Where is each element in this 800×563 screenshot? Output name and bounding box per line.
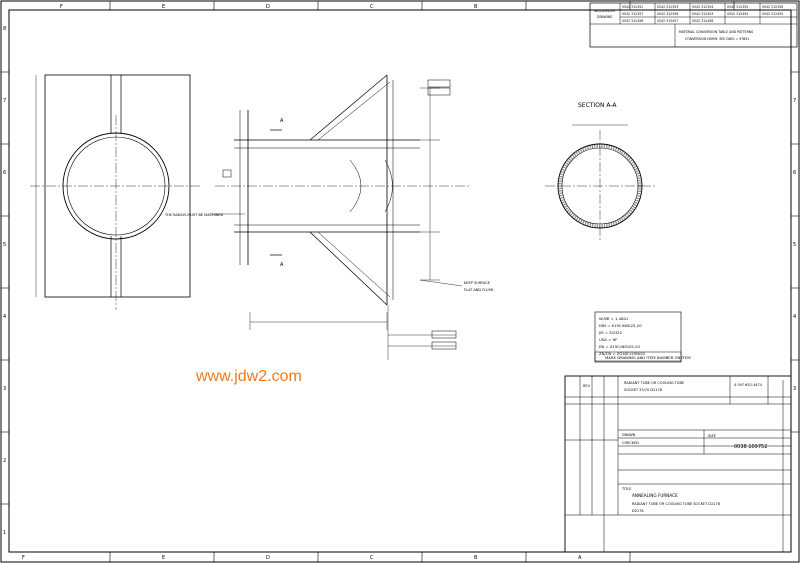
included-cell-1-2: 0542 312453 <box>692 12 713 16</box>
included-cell-1-1: 0542 312358 <box>657 12 678 16</box>
grid-reference-bottom: F E D C B A <box>22 552 631 562</box>
material-item-4: EN = X15CrNiSi25-20 <box>599 344 640 349</box>
grid-reference-right: 7 6 5 4 3 <box>791 71 799 433</box>
included-header-1: INCLUDED IN <box>594 9 615 13</box>
note-keep-surface-leader <box>419 279 463 287</box>
material-list: W-NR = 1.4841 DIN = X15CrNiSi25-20 JIS =… <box>594 311 691 363</box>
conversion-line-2: CONVERSION NORM. SEE DWG = 97891 <box>685 37 749 41</box>
inner-border <box>8 9 792 553</box>
grid-left-5: 5 <box>3 242 6 248</box>
grid-right-3: 3 <box>793 386 796 392</box>
grid-top-e: E <box>162 4 165 10</box>
section-a-a-view: SECTION A-A <box>545 102 655 240</box>
grid-left-7: 7 <box>3 98 6 104</box>
included-cell-0-2: 0542 312354 <box>692 5 713 9</box>
grid-left-6: 6 <box>3 170 6 176</box>
description-line-1: RADIANT TUBE OR COOLING TUBE SOCKET D217… <box>632 502 720 506</box>
front-view-flange <box>30 74 200 310</box>
grid-left-2: 2 <box>3 458 6 464</box>
included-cell-0-1: 0542 312353 <box>657 5 678 9</box>
material-item-0: W-NR = 1.4841 <box>599 316 629 321</box>
included-cell-2-1: 0542 312457 <box>657 19 678 23</box>
drawing-notes: A A THE RADIUS MUST BE MACHINED KEEP SUR… <box>164 118 494 292</box>
included-cell-2-0: 0542 312456 <box>622 19 643 23</box>
grid-left-3: 3 <box>3 386 6 392</box>
section-title: SECTION A-A <box>578 102 617 109</box>
included-cell-0-0: 0542 312352 <box>622 5 643 9</box>
grid-left-4: 4 <box>3 314 6 320</box>
grid-top-f: F <box>60 4 63 10</box>
drawn-label: DRAWN <box>622 433 636 437</box>
note-keep-surface-1: KEEP SURFACE <box>464 281 490 285</box>
included-cell-0-3: 0542 312355 <box>727 5 748 9</box>
grid-right-7: 7 <box>793 98 796 104</box>
size-label: SIZE <box>708 434 716 438</box>
material-item-5: ZN/CN = ZG40Cr25Ni20 <box>599 351 646 356</box>
part-title-2: SOCKET 33/70 D2178 <box>624 388 662 392</box>
grid-top-b: B <box>474 4 478 10</box>
conversion-line-1: MATERIAL CONVERSION TABLE AND PATTERNS <box>679 30 753 34</box>
grid-right-5: 5 <box>793 242 796 248</box>
grid-reference-left: 8 7 6 5 4 3 2 1 <box>1 26 9 536</box>
material-item-1: DIN = X15CrNiSi25-20 <box>599 323 642 328</box>
grid-bottom-b: B <box>474 555 478 561</box>
material-footer: MARK DRAWING AND ITEM NUMBER ON ITEM <box>605 355 691 360</box>
sheet-reference: 4 097 652-4474 <box>734 383 763 387</box>
grid-right-6: 6 <box>793 170 796 176</box>
included-in-drawing-table: INCLUDED IN DRAWING 0542 312352 0542 312… <box>589 2 798 48</box>
grid-top-d: D <box>266 4 270 10</box>
title-label: TITLE <box>621 487 631 491</box>
section-marker-top: A <box>280 118 284 124</box>
note-radius: THE RADIUS MUST BE MACHINED <box>164 213 223 217</box>
drawing-number: 0038 109752 <box>734 444 767 450</box>
title-block-text: RADIANT TUBE OR COOLING TUBE SOCKET 33/7… <box>583 381 767 513</box>
note-keep-surface-2: FLAT AND FLUSH <box>464 288 494 292</box>
grid-bottom-c: C <box>370 555 374 561</box>
grid-reference-top: F E D C B <box>60 1 735 10</box>
grid-bottom-a: A <box>578 555 582 561</box>
grid-right-4: 4 <box>793 314 796 320</box>
included-cell-1-3: 0542 312454 <box>727 12 748 16</box>
material-item-2: JIS = SCH22 <box>598 330 623 335</box>
grid-top-c: C <box>370 4 374 10</box>
grid-bottom-d: D <box>266 555 270 561</box>
included-cell-1-0: 0542 312357 <box>622 12 643 16</box>
included-cell-2-2: 0542 312458 <box>692 19 713 23</box>
rev-label: REV <box>583 384 591 388</box>
description-line-2: D2178 <box>632 509 644 513</box>
project-title: ANNEALING FURNACE <box>632 493 678 498</box>
grid-bottom-e: E <box>162 555 165 561</box>
grid-bottom-f: F <box>22 555 25 561</box>
included-cell-0-4: 0542 312356 <box>762 5 783 9</box>
grid-left-1: 1 <box>3 530 6 536</box>
checked-label: CHECKED <box>622 441 639 445</box>
material-item-3: USA = HF <box>599 337 618 342</box>
section-marker-bottom: A <box>280 262 284 268</box>
included-header-2: DRAWING <box>597 15 613 19</box>
grid-left-8: 8 <box>3 26 6 32</box>
title-block <box>564 375 792 553</box>
side-elevation-view <box>215 74 470 360</box>
website-watermark: www.jdw2.com <box>195 368 302 385</box>
included-cell-1-4: 0542 312455 <box>762 12 783 16</box>
part-title-1: RADIANT TUBE OR COOLING TUBE <box>624 381 684 385</box>
